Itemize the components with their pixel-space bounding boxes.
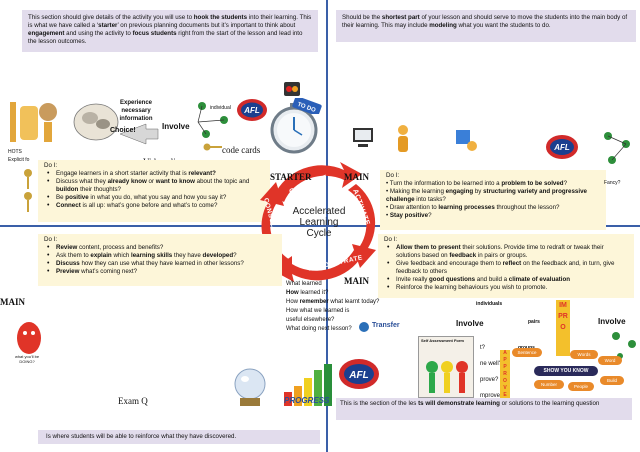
cycle-center-text: Accelerated Learning Cycle xyxy=(292,206,346,239)
main-heading-lower: Do I: xyxy=(384,236,398,243)
fancy-label: Fancy? xyxy=(604,180,621,186)
exam-q-label: Exam Q xyxy=(118,396,148,406)
main-item: • Draw attention to learning processes t… xyxy=(386,204,560,211)
involve-right-label-2: Involve xyxy=(598,317,626,326)
demonstrate-item: Allow them to present their solutions. P… xyxy=(384,244,628,260)
involve-right-label-1: Involve xyxy=(456,319,484,328)
choice-arrows-icon xyxy=(116,122,162,146)
review-item: Discuss how they can use what they have … xyxy=(44,260,276,268)
main-stage-label-top: MAIN xyxy=(344,172,369,182)
review-item: Preview what’s coming next? xyxy=(44,268,276,276)
transfer-arrow-icon xyxy=(358,320,370,332)
review-heading: Do I: xyxy=(44,236,58,243)
question-stubs: t? ne well? prove? mprove it? xyxy=(480,345,509,399)
crystal-ball-icon xyxy=(232,368,268,408)
main-item: • Turn the information to be learned int… xyxy=(386,180,568,187)
brain-figure-illustration xyxy=(4,92,64,148)
demonstrate-item: Invite really good questions and build a… xyxy=(384,276,628,284)
word-tag: People xyxy=(568,382,594,391)
word-tag: Number xyxy=(534,380,564,389)
hots-label: HOTS xyxy=(8,149,22,155)
starter-item: Discuss what they already know or want t… xyxy=(44,178,264,194)
review-questions-list: What learned How learned it? How remembe… xyxy=(286,280,390,334)
traffic-light-faces xyxy=(425,359,469,400)
demonstrate-item: Reinforce the learning behaviours you wi… xyxy=(384,284,628,292)
svg-text:AFL: AFL xyxy=(348,370,368,381)
review-item: Ask them to explain which learning skill… xyxy=(44,252,276,260)
main-checklist-box: Do I: • Turn the information to be learn… xyxy=(380,170,606,230)
to-do-tag: TO DO xyxy=(292,96,322,116)
transfer-label: Transfer xyxy=(372,322,400,329)
review-question: How remember what learnt today? xyxy=(286,299,380,305)
improve-vertical-banner: IMPRO xyxy=(556,300,570,356)
red-mascot-illustration xyxy=(14,320,44,356)
svg-text:AFL: AFL xyxy=(243,106,260,115)
red-mascot-caption: what you'll be DOING? xyxy=(14,354,40,364)
demonstrate-description-box: This is the section of the les ts will d… xyxy=(336,398,632,420)
pairs-label: pairs xyxy=(528,319,540,325)
consolidate-description-box: Is where students will be able to reinfo… xyxy=(38,430,320,444)
demonstrate-item: Give feedback and encourage them to refl… xyxy=(384,260,628,276)
show-you-know-banner: SHOW YOU KNOW xyxy=(534,366,598,376)
hook-description-box: This section should give details of the … xyxy=(22,10,318,52)
choice-label: Choice! xyxy=(110,127,136,134)
svg-text:AFL: AFL xyxy=(553,143,570,152)
puzzle-figure-illustration xyxy=(452,124,478,154)
word-tag: Word xyxy=(598,356,622,365)
experience-label: Experience necessary information xyxy=(119,100,153,122)
computer-icon xyxy=(350,126,376,150)
afl-logo-bottom: AFL xyxy=(338,358,380,390)
explicit-label: Explicit fo xyxy=(8,157,30,163)
word-tag: Sentence xyxy=(512,348,542,357)
approve-vertical-banner: APPROVE xyxy=(500,350,510,402)
main-stage-label-mid: MAIN xyxy=(344,276,369,286)
individual-label: individual xyxy=(210,105,231,111)
word-tag: Build xyxy=(600,376,624,385)
people-network-illustration xyxy=(196,98,234,144)
involve-left-label: Involve xyxy=(162,122,190,131)
code-cards-label: code cards xyxy=(222,145,261,155)
horizontal-divider xyxy=(0,225,640,227)
key-icon-1 xyxy=(203,140,223,152)
word-tag: Words xyxy=(570,350,598,359)
head-diagram-illustration xyxy=(70,96,124,144)
main-heading: Do I: xyxy=(386,172,400,179)
starter-item: Engage learners in a short starter activ… xyxy=(44,170,264,178)
review-question: How what we learned is useful elsewhere? xyxy=(286,308,350,323)
starter-item: Be positive in what you do, what you say… xyxy=(44,194,264,202)
review-checklist-box: Do I: Review content, process and benefi… xyxy=(38,234,282,286)
people-network-right-illustration xyxy=(600,130,634,168)
thinking-figure-illustration xyxy=(392,124,414,154)
starter-heading: Do I: xyxy=(44,162,58,169)
individuals-label: individuals xyxy=(476,301,503,307)
starter-checklist-box: Do I: Engage learners in a short starter… xyxy=(38,160,270,222)
demonstrate-checklist-box: Do I: Allow them to present their soluti… xyxy=(378,234,634,298)
starter-stage-label: STARTER xyxy=(270,172,312,182)
review-question: How learned it? xyxy=(286,290,329,296)
starter-item: Connect is all up: what’s gone before an… xyxy=(44,202,264,210)
main-item: • Making the learning engaging by struct… xyxy=(386,188,587,203)
review-question: What learned xyxy=(286,281,322,287)
shortest-part-description-box: Should be the shortest part of your less… xyxy=(336,10,636,42)
review-item: Review content, process and benefits? xyxy=(44,244,276,252)
progress-label: PROGRESS xyxy=(284,396,330,405)
self-assessment-title: Self Assessment Form xyxy=(421,338,464,343)
self-assessment-form-card: Self Assessment Form xyxy=(418,336,474,398)
key-icon-2 xyxy=(22,168,34,214)
review-question: What doing next lesson? xyxy=(286,326,352,332)
main-item: • Stay positive? xyxy=(386,212,432,219)
afl-logo-left: AFL xyxy=(236,98,268,122)
main-stage-label-left: MAIN xyxy=(0,297,25,307)
progress-bars-illustration xyxy=(282,362,334,408)
afl-logo-right: AFL xyxy=(545,134,579,160)
traffic-light-icon xyxy=(282,80,302,98)
stopwatch-icon xyxy=(268,100,320,154)
